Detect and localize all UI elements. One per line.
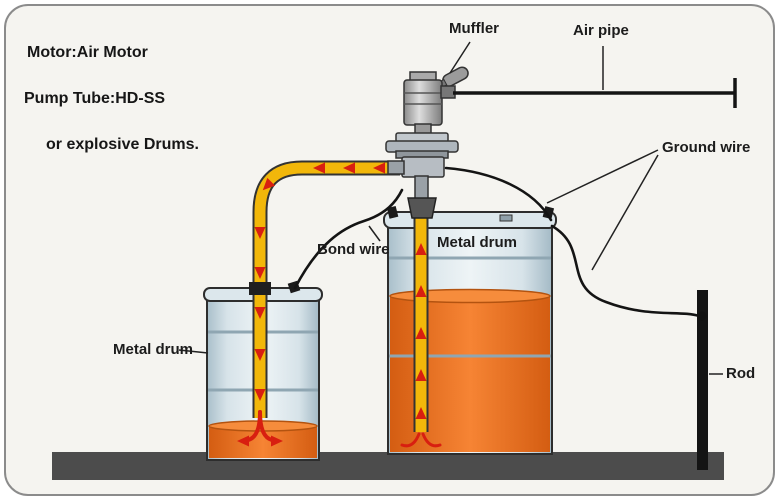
air-motor-pump	[385, 66, 469, 219]
metal-drum-large-label: Metal drum	[437, 234, 518, 251]
floor	[52, 452, 724, 480]
small-drum-bung	[249, 282, 271, 295]
large-drum-right-clamp	[542, 206, 555, 220]
muffler-leader	[449, 41, 471, 74]
pump-head	[401, 156, 445, 178]
ground-wire-b	[550, 224, 701, 318]
flow-arrows	[237, 162, 427, 447]
bond-wire-label: Bond wire	[317, 241, 390, 258]
grounding-rod	[697, 290, 708, 470]
muffler-label: Muffler	[449, 20, 499, 37]
ground-wire-leader-2	[591, 154, 659, 271]
flow-arrow-curves	[246, 410, 442, 448]
air-pipe	[453, 78, 737, 108]
wires	[293, 166, 701, 318]
large-drum-rim	[383, 211, 557, 229]
ground-wire-a	[444, 166, 553, 222]
drums-note-label: or explosive Drums.	[46, 136, 199, 153]
ground-wire-label: Ground wire	[662, 139, 751, 156]
air-pipe-label: Air pipe	[573, 22, 629, 39]
motor-spec-label: Motor:Air Motor	[27, 44, 148, 61]
pump-tube-spec-label: Pump Tube:HD-SS	[24, 90, 166, 107]
motor-body	[403, 79, 443, 126]
leader-lines	[178, 41, 723, 375]
large-drum-liquid-surface	[389, 288, 551, 304]
rod-label: Rod	[726, 365, 756, 382]
metal-drum-small-label: Metal drum	[113, 341, 194, 358]
drum-bung-adapter	[407, 197, 437, 219]
air-inlet-fitting	[440, 85, 456, 99]
ground-wire-leader-1	[546, 149, 659, 204]
large-drum-left-clamp	[386, 205, 399, 219]
delivery-hose	[252, 160, 400, 418]
bond-wire	[293, 188, 404, 290]
small-drum-leader	[178, 349, 209, 354]
rod-wire-connector	[697, 311, 707, 321]
pump-outlet	[387, 160, 405, 175]
large-drum-plug	[499, 214, 513, 222]
bond-wire-leader	[368, 225, 381, 242]
